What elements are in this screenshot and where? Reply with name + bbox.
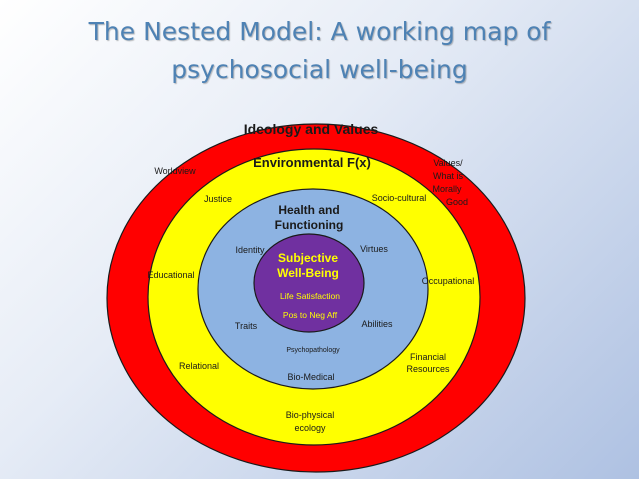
- traits-label: Traits: [235, 321, 258, 331]
- psychopathology-label: Psychopathology: [286, 347, 340, 354]
- financial-label-line-1: Financial: [410, 352, 446, 362]
- financial-label-line-2: Resources: [406, 364, 450, 374]
- values-label-line-1: Values/: [433, 158, 463, 168]
- bio-medical-label: Bio-Medical: [287, 372, 334, 382]
- biophysical-label-line-2: ecology: [294, 423, 326, 433]
- biophysical-label-line-1: Bio-physical: [286, 410, 335, 420]
- occupational-label: Occupational: [422, 276, 475, 286]
- pos-neg-affect-label: Pos to Neg Aff: [283, 310, 338, 320]
- health-heading-line-2: Functioning: [275, 218, 344, 232]
- ideology-heading: Ideology and Values: [244, 121, 379, 137]
- socio-cultural-label: Socio-cultural: [372, 193, 427, 203]
- environment-heading: Environmental F(x): [253, 155, 371, 170]
- educational-label: Educational: [147, 270, 194, 280]
- health-heading-line-1: Health and: [278, 203, 339, 217]
- abilities-label: Abilities: [361, 319, 393, 329]
- worldview-label: Worldview: [154, 166, 196, 176]
- core-circle: [253, 233, 365, 333]
- slide-title-line-2: psychosocial well-being: [171, 55, 468, 84]
- slide-title-line-1: The Nested Model: A working map of: [88, 17, 551, 46]
- justice-label: Justice: [204, 194, 232, 204]
- identity-label: Identity: [235, 245, 265, 255]
- virtues-label: Virtues: [360, 244, 388, 254]
- values-label-line-4: Good: [446, 197, 468, 207]
- values-label-line-3: Morally: [432, 184, 462, 194]
- core-heading-line-1: Subjective: [278, 251, 338, 265]
- relational-label: Relational: [179, 361, 219, 371]
- values-label-line-2: What is: [433, 171, 464, 181]
- core-heading-line-2: Well-Being: [277, 266, 339, 280]
- life-satisfaction-label: Life Satisfaction: [280, 291, 340, 301]
